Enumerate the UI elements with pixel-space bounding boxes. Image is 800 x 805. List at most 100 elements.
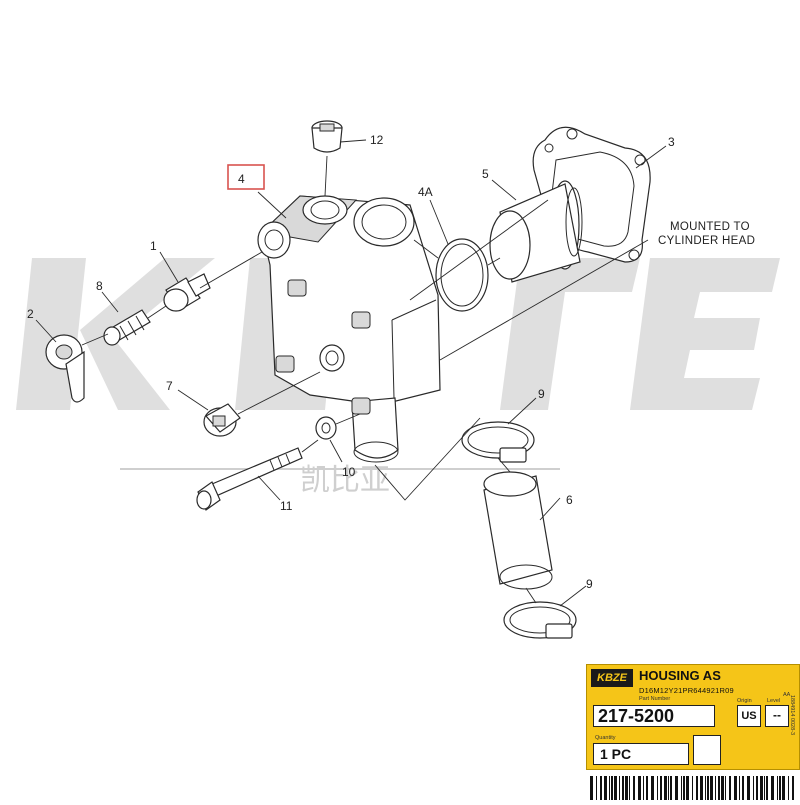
callout-11: 11 [280, 499, 293, 513]
barcode-bar [715, 776, 716, 800]
plug-part-7 [203, 403, 241, 437]
blank-box [693, 735, 721, 765]
callout-12: 12 [370, 133, 384, 147]
o-ring-part [435, 238, 489, 312]
barcode-bar [734, 776, 737, 800]
level-caption: Level [767, 698, 781, 704]
barcode-bar [788, 776, 789, 800]
washer-part-10 [315, 416, 337, 440]
quantity-value: 1 PC [593, 743, 689, 765]
barcode-bar [609, 776, 610, 800]
level-value: -- [765, 705, 789, 727]
housing-part [257, 195, 441, 463]
hose-clamp-part-upper [461, 421, 535, 463]
quantity-caption: Quantity [595, 735, 616, 741]
hose-part-6 [483, 471, 553, 590]
barcode-bar [643, 776, 644, 800]
plug-part-12 [311, 120, 343, 153]
callout-3: 3 [668, 135, 675, 149]
callout-6: 6 [566, 493, 573, 507]
barcode-bar [596, 776, 597, 800]
barcode-bar [651, 776, 654, 800]
barcode-bar [633, 776, 635, 800]
barcode-bar [638, 776, 641, 800]
barcode-bar [629, 776, 630, 800]
barcode-bar [692, 776, 693, 800]
level-top-code: AA [783, 692, 791, 698]
part-label-card: KBZE HOUSING AS D16M12Y21PR644921R09 Par… [586, 664, 800, 770]
barcode-bar [657, 776, 658, 800]
barcode-bar [742, 776, 744, 800]
barcode-bar [710, 776, 713, 800]
side-code: 1884914 0028-3 [789, 695, 795, 736]
mount-note-line2: CYLINDER HEAD [658, 235, 755, 247]
brand-logo: KBZE [591, 669, 633, 687]
barcode-bar [707, 776, 709, 800]
callout-4a: 4A [418, 185, 433, 199]
thermostat-part [489, 180, 583, 283]
callout-10: 10 [342, 465, 356, 479]
barcode-bar [771, 776, 774, 800]
barcode-bar [622, 776, 624, 800]
barcode-bar [792, 776, 794, 800]
barcode-bar [721, 776, 724, 800]
part-number-value: 217-5200 [593, 705, 715, 727]
callout-4: 4 [238, 172, 245, 186]
callout-8: 8 [96, 279, 103, 293]
barcode-bar [747, 776, 750, 800]
barcode [590, 776, 794, 800]
callout-9-lower: 9 [586, 577, 593, 591]
barcode-bar [660, 776, 662, 800]
barcode-bar [766, 776, 768, 800]
barcode-bar [664, 776, 667, 800]
barcode-bar [782, 776, 785, 800]
assembly-lines [81, 155, 649, 604]
barcode-bar [696, 776, 698, 800]
callout-2: 2 [27, 307, 34, 321]
barcode-bar [600, 776, 602, 800]
callout-7: 7 [166, 379, 173, 393]
part-number-caption: Part Number [639, 696, 671, 702]
origin-value: US [737, 705, 761, 727]
callout-5: 5 [482, 167, 489, 181]
fitting-part-1 [163, 273, 211, 312]
barcode-bar [753, 776, 754, 800]
barcode-bar [777, 776, 778, 800]
callout-9-upper: 9 [538, 387, 545, 401]
barcode-bar [725, 776, 726, 800]
connector-part-2 [45, 334, 85, 403]
barcode-bar [681, 776, 682, 800]
barcode-bar [625, 776, 628, 800]
barcode-bar [700, 776, 703, 800]
barcode-bar [686, 776, 689, 800]
barcode-bar [611, 776, 613, 800]
barcode-bar [668, 776, 669, 800]
barcode-bar [764, 776, 765, 800]
barcode-bar [779, 776, 781, 800]
barcode-bar [675, 776, 678, 800]
barcode-bar [760, 776, 763, 800]
leader-lines [35, 139, 667, 607]
mount-note-line1: MOUNTED TO [670, 221, 750, 233]
barcode-bar [604, 776, 607, 800]
barcode-bar [683, 776, 685, 800]
bolt-part-11 [196, 447, 303, 511]
sensor-part-8 [103, 309, 151, 346]
barcode-bar [614, 776, 617, 800]
label-code: D16M12Y21PR644921R09 [639, 686, 734, 695]
highlight-box [227, 164, 265, 190]
barcode-bar [756, 776, 758, 800]
hose-clamp-part-lower [503, 601, 577, 639]
barcode-bar [619, 776, 620, 800]
barcode-bar [739, 776, 740, 800]
barcode-bar [718, 776, 720, 800]
callout-1: 1 [150, 239, 157, 253]
barcode-bar [670, 776, 672, 800]
barcode-bar [590, 776, 593, 800]
barcode-bar [646, 776, 648, 800]
barcode-bar [705, 776, 706, 800]
barcode-bar [729, 776, 731, 800]
watermark-text: 凯比亚 [300, 464, 390, 497]
